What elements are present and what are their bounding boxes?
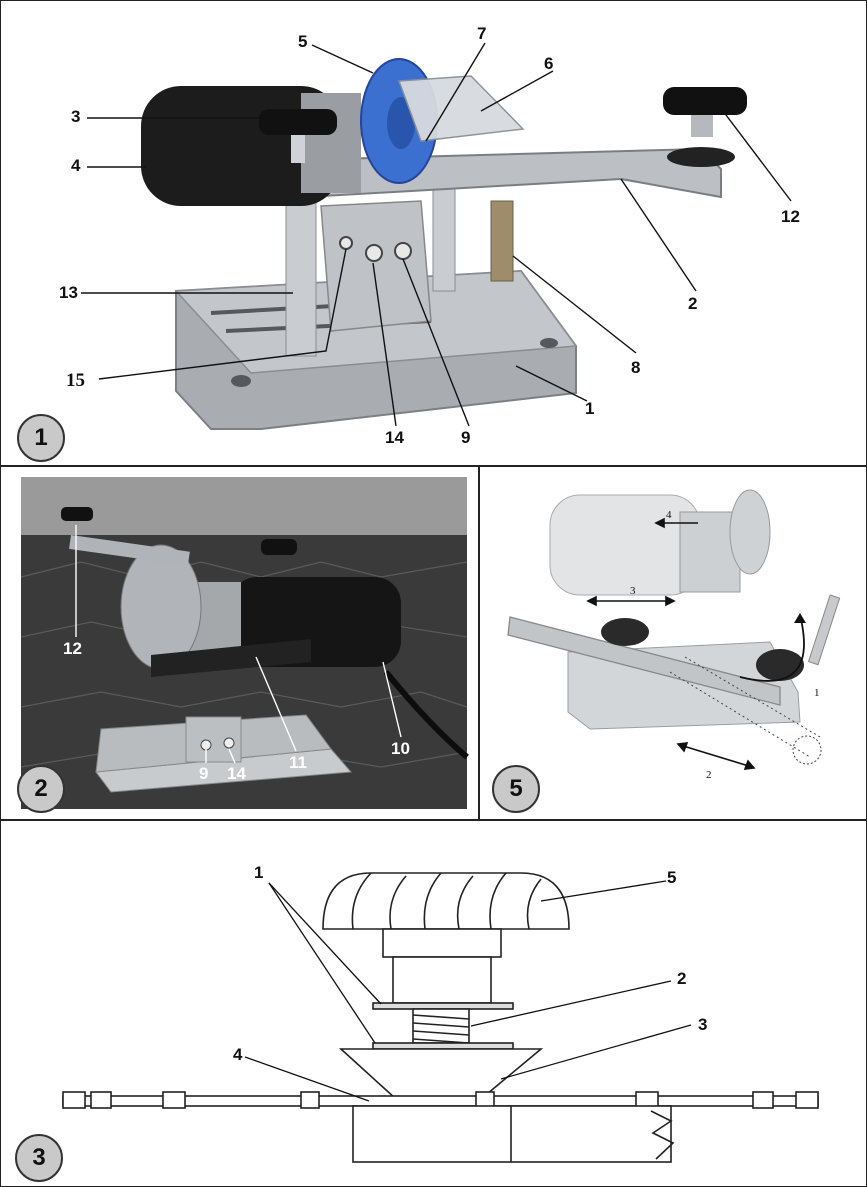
callout-9: 9: [461, 428, 471, 447]
figure-2-photo: [20, 477, 469, 809]
callout-7: 7: [477, 24, 487, 43]
callout-13: 13: [59, 283, 78, 302]
callout-1: 1: [585, 399, 595, 418]
callout-3: 3: [698, 1015, 708, 1034]
figure-1-illustration: [141, 58, 747, 430]
figure-2-badge: 2: [17, 765, 65, 813]
callout-4: 4: [71, 156, 81, 175]
callout-3: 3: [630, 585, 636, 597]
figure-3-badge: 3: [15, 1134, 63, 1182]
callout-12: 12: [63, 639, 82, 658]
callout-6: 6: [544, 54, 554, 73]
callout-1: 1: [814, 687, 820, 699]
callout-2: 2: [706, 769, 712, 781]
callout-2: 2: [677, 969, 687, 988]
callout-4: 4: [666, 509, 672, 521]
callout-12: 12: [781, 207, 800, 226]
callout-2: 2: [688, 294, 698, 313]
callout-5: 5: [667, 868, 677, 887]
figure-1-badge: 1: [17, 414, 65, 462]
figure-3-panel: 3 5 1 2 3 4: [0, 820, 867, 1187]
callout-3: 3: [71, 107, 81, 126]
callout-5: 5: [298, 32, 308, 51]
callout-1: 1: [254, 863, 264, 882]
figure-3-line-drawing: [62, 872, 819, 1163]
callout-14: 14: [385, 428, 404, 447]
callout-8: 8: [631, 358, 641, 377]
callout-10: 10: [391, 739, 410, 758]
callout-9: 9: [199, 764, 209, 783]
figure-5-badge: 5: [492, 765, 540, 813]
figure-1-panel: 1 5 7 6 3 4 12 13 2 8 15 1 14 9: [0, 0, 867, 466]
callout-14: 14: [227, 764, 246, 783]
figure-5-panel: 5 4 3 1 2: [479, 466, 867, 820]
callout-4: 4: [233, 1045, 243, 1064]
callout-15: 15: [66, 370, 85, 391]
figure-2-panel: 2 12 11 10 9 14: [0, 466, 479, 820]
callout-11: 11: [289, 753, 307, 772]
figure-5-illustration: [507, 489, 841, 770]
